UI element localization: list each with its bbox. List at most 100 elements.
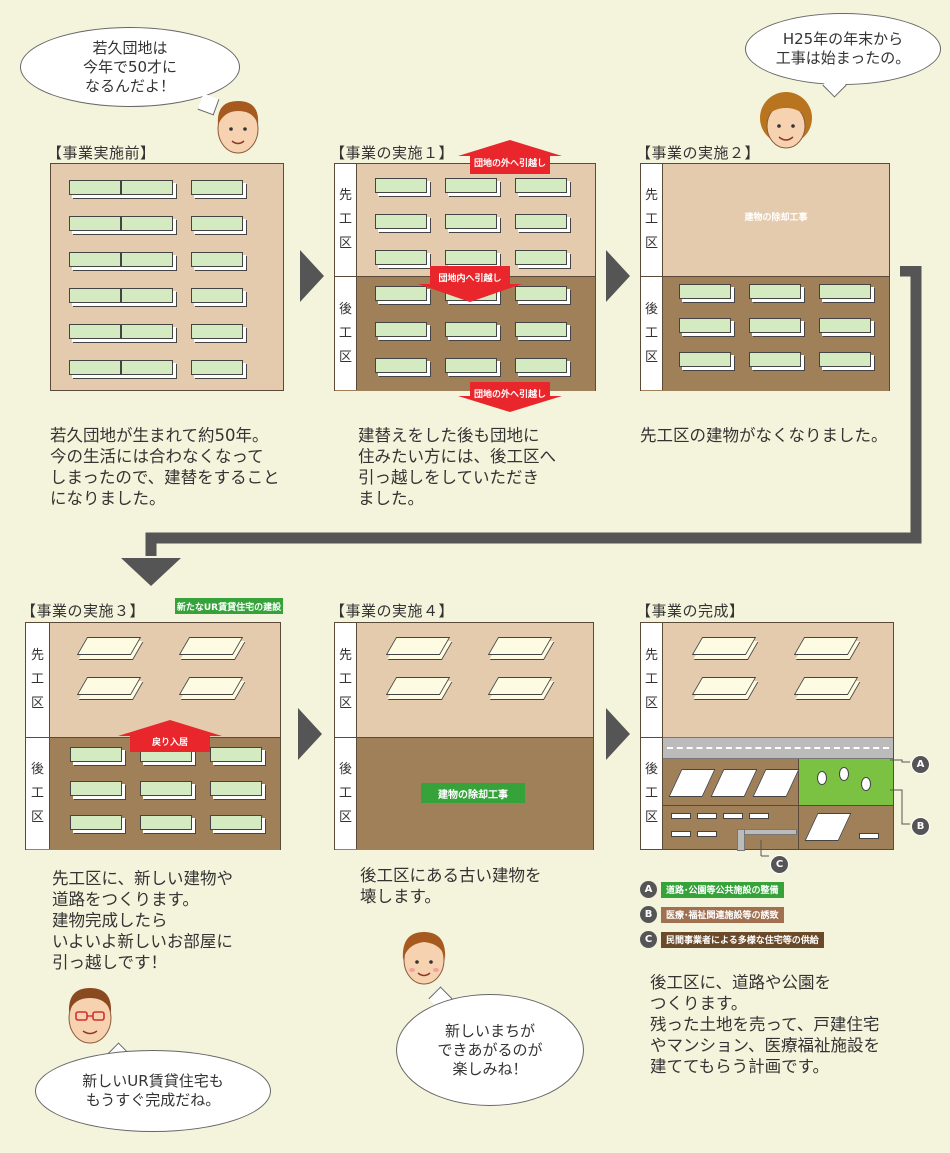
small-apartment <box>671 813 691 819</box>
panel6-site: 先工区 後工区 <box>640 622 894 851</box>
front-zone-label: 先工区 <box>641 623 663 737</box>
demolition-label: 建物の除却工事 <box>744 213 808 223</box>
old-building <box>191 288 243 303</box>
legend-b: B 医療･福祉関連施設等の誘致 <box>640 906 784 923</box>
old-building <box>749 284 801 299</box>
old-building <box>69 216 121 231</box>
panel4-description: 先工区に、新しい建物や 道路をつくります。 建物完成したら いよいよ新しいお部屋… <box>52 869 234 972</box>
tree-icon <box>861 777 871 791</box>
old-building <box>819 284 871 299</box>
old-building <box>121 288 173 303</box>
man-glasses-avatar-icon <box>68 988 112 1044</box>
new-building <box>793 677 859 695</box>
new-building <box>487 637 553 655</box>
panel3-description: 先工区の建物がなくなりました。 <box>640 426 888 445</box>
arrow-right-icon <box>300 250 324 302</box>
move-inside-label: 団地内へ引越し <box>438 274 502 284</box>
old-building <box>375 214 427 229</box>
small-apartment <box>749 813 769 819</box>
demolition-label: 建物の除却工事 <box>421 783 525 803</box>
old-building <box>121 180 173 195</box>
panel5-site: 先工区 後工区 建物の除却工事 <box>334 622 594 850</box>
old-building <box>210 815 262 830</box>
front-zone-label: 先工区 <box>26 623 50 737</box>
small-apartment <box>697 831 717 837</box>
old-building <box>515 178 567 193</box>
marker-c: C <box>770 855 789 874</box>
old-building <box>375 322 427 337</box>
old-building <box>515 286 567 301</box>
man-avatar-icon <box>217 101 259 154</box>
small-apartment <box>671 831 691 837</box>
panel1-site <box>50 163 284 391</box>
panel5-description: 後工区にある古い建物を 壊します。 <box>360 866 542 906</box>
new-building <box>385 637 451 655</box>
front-zone-label: 先工区 <box>335 164 357 276</box>
new-building <box>487 677 553 695</box>
small-apartment <box>723 813 743 819</box>
old-building <box>445 358 497 373</box>
old-building <box>749 318 801 333</box>
new-building <box>691 637 757 655</box>
speech-bubble-2: H25年の年末から工事は始まったの。 <box>745 13 941 85</box>
panel1-title: 【事業実施前】 <box>47 144 156 162</box>
old-building <box>445 214 497 229</box>
old-building <box>445 250 497 265</box>
small-building <box>859 833 879 839</box>
move-out-arrow-top <box>458 140 562 174</box>
old-building <box>69 324 121 339</box>
old-building <box>69 180 121 195</box>
return-label: 戻り入居 <box>151 737 188 748</box>
lot-apartments <box>663 805 799 849</box>
marker-lines <box>890 759 910 825</box>
new-building <box>76 637 142 655</box>
old-building <box>515 358 567 373</box>
old-building <box>515 214 567 229</box>
panel1-description: 若久団地が生まれて約50年。 今の生活には合わなくなって しまったので、建替をす… <box>50 426 280 508</box>
old-building <box>819 352 871 367</box>
panel6-title: 【事業の完成】 <box>636 602 745 620</box>
old-building <box>121 252 173 267</box>
old-building <box>69 252 121 267</box>
old-building <box>121 216 173 231</box>
front-zone-label: 先工区 <box>641 164 663 276</box>
panel3-title: 【事業の実施２】 <box>636 144 761 162</box>
old-building <box>819 318 871 333</box>
old-building <box>121 324 173 339</box>
old-building <box>375 286 427 301</box>
back-zone-label: 後工区 <box>26 737 50 849</box>
old-building <box>515 322 567 337</box>
back-zone-label: 後工区 <box>335 737 357 849</box>
old-building <box>679 284 731 299</box>
new-building <box>76 677 142 695</box>
new-construction-label: 新たなUR賃貸住宅の建設 <box>175 598 283 614</box>
back-zone-label: 後工区 <box>641 276 663 390</box>
flow-connector-arrow <box>121 266 922 586</box>
road <box>663 737 893 759</box>
new-building <box>691 677 757 695</box>
back-zone-label: 後工区 <box>641 737 663 849</box>
panel2-title: 【事業の実施１】 <box>330 144 455 162</box>
woman-avatar-icon <box>760 92 812 149</box>
panel5-title: 【事業の実施４】 <box>330 602 455 620</box>
legend-c: C 民間事業者による多様な住宅等の供給 <box>640 931 824 948</box>
old-building <box>191 252 243 267</box>
old-building <box>191 216 243 231</box>
old-building <box>375 178 427 193</box>
small-apartment <box>697 813 717 819</box>
tree-icon <box>839 767 849 781</box>
old-building <box>69 360 121 375</box>
move-out-label-bottom: 団地の外へ引越し <box>473 389 546 400</box>
old-building <box>679 318 731 333</box>
old-building <box>679 352 731 367</box>
old-building <box>140 781 192 796</box>
new-building <box>793 637 859 655</box>
arrow-right-icon <box>298 708 322 760</box>
old-building <box>69 288 121 303</box>
speech-bubble-3: 新しいUR賃貸住宅ももうすぐ完成だね。 <box>35 1050 271 1132</box>
old-building <box>121 360 173 375</box>
old-building <box>70 815 122 830</box>
back-zone-label: 後工区 <box>335 276 357 390</box>
panel6-description: 後工区に、道路や公園を つくります。 残った土地を売って、戸建住宅 やマンション… <box>650 973 881 1076</box>
old-building <box>140 815 192 830</box>
